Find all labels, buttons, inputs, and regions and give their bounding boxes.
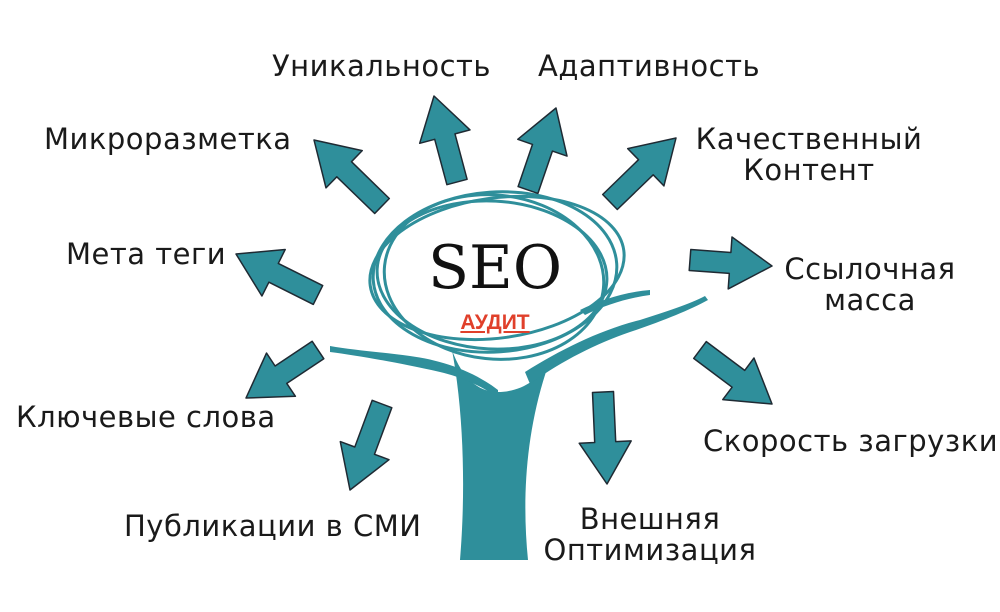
- arrow-ssylki-icon: [688, 236, 773, 290]
- seo-title: SEO: [427, 233, 563, 303]
- label-meta: Мета теги: [66, 237, 227, 271]
- crown-scribble: [368, 190, 626, 361]
- label-mikrorazmetka: Микроразметка: [44, 122, 292, 156]
- arrow-unikalnost-icon: [418, 95, 471, 186]
- arrow-adaptivnost-icon: [517, 107, 568, 195]
- arrow-mikrorazmetka-icon: [313, 139, 391, 215]
- arrow-kontent-icon: [601, 137, 677, 211]
- label-unikalnost: Уникальность: [272, 49, 492, 83]
- audit-subtitle: АУДИТ: [460, 311, 530, 334]
- arrows-group: [235, 95, 773, 491]
- label-ssylki-line2: масса: [824, 283, 916, 317]
- label-klyuchevye: Ключевые слова: [16, 400, 276, 434]
- label-kontent: Качественный Контент: [694, 125, 924, 185]
- label-adaptivnost: Адаптивность: [538, 49, 761, 83]
- label-publikacii: Публикации в СМИ: [124, 509, 422, 543]
- arrow-meta-icon: [235, 248, 324, 306]
- label-kontent-line1: Качественный: [695, 122, 923, 156]
- arrow-publikacii-icon: [339, 399, 393, 491]
- label-vneshnyaya: Внешняя Оптимизация: [530, 505, 770, 565]
- label-ssylki: Ссылочная масса: [780, 255, 960, 315]
- label-skorost: Скорость загрузки: [703, 424, 999, 458]
- arrow-vneshnyaya-icon: [578, 390, 632, 485]
- arrow-skorost-icon: [692, 340, 773, 405]
- label-vneshnyaya-line2: Оптимизация: [543, 533, 757, 567]
- arrow-klyuchevye-icon: [245, 340, 325, 399]
- label-vneshnyaya-line1: Внешняя: [579, 502, 721, 536]
- label-ssylki-line1: Ссылочная: [784, 252, 956, 286]
- label-kontent-line2: Контент: [743, 153, 875, 187]
